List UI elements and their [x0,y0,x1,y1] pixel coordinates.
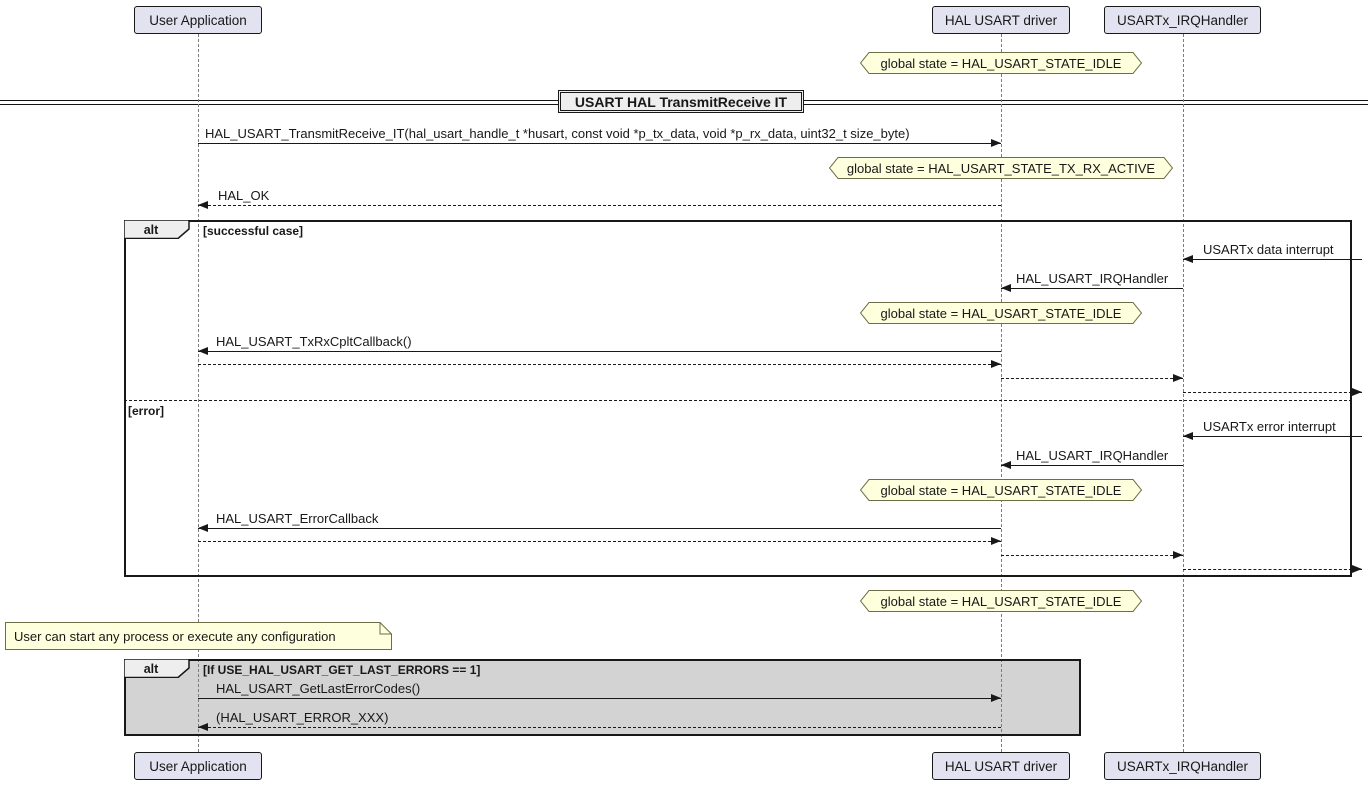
message-txrx-cplt-callback-label: HAL_USART_TxRxCpltCallback() [216,334,412,349]
message-get-last-error-codes-line [198,698,1001,699]
return-line-irq-to-edge-error [1183,569,1362,570]
message-irq-handler-success-line [1001,288,1183,289]
participant-hal-usart-driver-top: HAL USART driver [932,6,1070,34]
return-line-driver-to-irq-success [1001,378,1183,379]
arrowhead [991,139,1001,147]
message-txrx-cplt-callback-line [198,351,1001,352]
alt-operator-badge-last-errors: alt [124,659,190,678]
alt-operator-text: alt [143,222,159,237]
arrowhead [991,537,1001,545]
message-error-interrupt-label: USARTx error interrupt [1203,419,1336,434]
arrowhead [1352,565,1362,573]
participant-hal-usart-driver-bottom: HAL USART driver [932,752,1070,780]
alt-frame-last-errors [124,659,1081,736]
participant-label: HAL USART driver [944,758,1058,774]
arrowhead [1183,255,1193,263]
participant-label: HAL USART driver [944,12,1058,28]
arrowhead [991,360,1001,368]
message-get-last-error-codes-label: HAL_USART_GetLastErrorCodes() [216,681,421,696]
note-text: global state = HAL_USART_STATE_IDLE [880,593,1122,609]
arrowhead [198,524,208,532]
arrowhead [1001,284,1011,292]
guard-last-errors: [If USE_HAL_USART_GET_LAST_ERRORS == 1] [203,663,481,677]
message-error-callback-label: HAL_USART_ErrorCallback [216,511,379,526]
message-hal-ok-label: HAL_OK [218,188,270,203]
alt-operator-badge-main: alt [124,220,190,239]
guard-successful-case: [successful case] [203,224,304,238]
participant-usartx-irqhandler-bottom: USARTx_IRQHandler [1104,752,1261,780]
message-error-xxx-return-line [198,727,1001,728]
note-global-state-idle-error: global state = HAL_USART_STATE_IDLE [860,479,1142,501]
note-text: User can start any process or execute an… [14,628,336,644]
message-hal-ok-line [198,205,1001,206]
participant-user-application-bottom: User Application [134,752,262,780]
message-error-interrupt-line [1183,436,1362,437]
arrowhead [198,723,208,731]
lifeline-hal-usart-driver [1000,34,1002,752]
message-data-interrupt-label: USARTx data interrupt [1203,242,1334,257]
alt-operator-text: alt [143,661,159,676]
arrowhead [1352,388,1362,396]
note-text: global state = HAL_USART_STATE_TX_RX_ACT… [846,160,1156,176]
participant-label: User Application [149,758,247,774]
lifeline-usartx-irqhandler [1182,34,1184,752]
note-text: global state = HAL_USART_STATE_IDLE [880,482,1122,498]
arrowhead [198,201,208,209]
diagram-title-text: USART HAL TransmitReceive IT [574,93,788,110]
arrowhead [198,347,208,355]
message-transmit-receive-it-label: HAL_USART_TransmitReceive_IT(hal_usart_h… [205,126,910,141]
participant-user-application-top: User Application [134,6,262,34]
lifeline-user-application [197,34,199,752]
participant-label: USARTx_IRQHandler [1116,758,1249,774]
return-line-app-to-driver-success [198,364,1001,365]
note-user-process: User can start any process or execute an… [5,622,392,650]
return-line-driver-to-irq-error [1001,555,1183,556]
return-line-app-to-driver-error [198,541,1001,542]
arrowhead [1183,432,1193,440]
alt-divider-error [124,400,1352,401]
message-irq-handler-success-label: HAL_USART_IRQHandler [1016,271,1169,286]
arrowhead [1173,551,1183,559]
participant-label: USARTx_IRQHandler [1116,12,1249,28]
guard-error: [error] [128,404,165,418]
message-error-xxx-return-label: (HAL_USART_ERROR_XXX) [216,710,389,725]
message-error-callback-line [198,528,1001,529]
participant-label: User Application [149,12,247,28]
note-global-state-idle-final: global state = HAL_USART_STATE_IDLE [860,590,1142,612]
note-text: global state = HAL_USART_STATE_IDLE [880,305,1122,321]
arrowhead [991,694,1001,702]
message-data-interrupt-line [1183,259,1362,260]
alt-frame-last-errors-fill [124,659,1081,736]
diagram-title: USART HAL TransmitReceive IT [558,90,804,113]
note-global-state-idle-initial: global state = HAL_USART_STATE_IDLE [860,52,1142,74]
arrowhead [1173,374,1183,382]
message-irq-handler-error-line [1001,465,1183,466]
note-global-state-idle-success: global state = HAL_USART_STATE_IDLE [860,302,1142,324]
message-irq-handler-error-label: HAL_USART_IRQHandler [1016,448,1169,463]
note-global-state-tx-rx-active: global state = HAL_USART_STATE_TX_RX_ACT… [829,157,1173,179]
participant-usartx-irqhandler-top: USARTx_IRQHandler [1104,6,1261,34]
note-text: global state = HAL_USART_STATE_IDLE [880,55,1122,71]
message-transmit-receive-it-line [198,143,1001,144]
return-line-irq-to-edge-success [1183,392,1362,393]
alt-frame-main [124,220,1352,577]
arrowhead [1001,461,1011,469]
